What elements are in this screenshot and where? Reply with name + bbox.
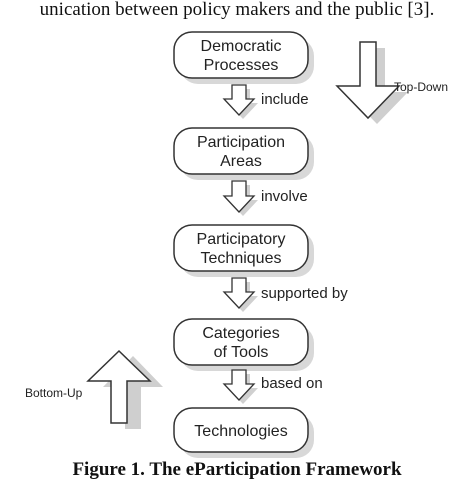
node-label: Processes <box>204 57 279 74</box>
node-participatory-techniques <box>173 224 309 272</box>
top-down-label: Top-Down <box>394 80 448 94</box>
node-label: Participation <box>197 134 285 151</box>
node-label: Technologies <box>194 423 287 440</box>
node-label: Categories <box>202 325 279 342</box>
node-categories-of-tools <box>173 318 309 366</box>
bottom-up-label: Bottom-Up <box>25 386 83 400</box>
node-label: Areas <box>220 153 262 170</box>
node-technologies <box>173 407 309 453</box>
node-label: Participatory <box>197 231 286 248</box>
edge-label-supported-by: supported by <box>261 285 348 302</box>
edge-label-based-on: based on <box>261 375 323 392</box>
down-arrow-icon <box>222 277 256 309</box>
node-participation-areas <box>173 127 309 175</box>
edge-label-involve: involve <box>261 188 308 205</box>
down-arrow-icon <box>222 180 256 213</box>
top-down-arrow-icon <box>335 41 401 120</box>
down-arrow-icon <box>222 369 256 401</box>
bottom-up-arrow-icon <box>86 349 152 424</box>
figure-caption: Figure 1. The eParticipation Framework <box>72 459 402 480</box>
edge-label-include: include <box>261 91 309 108</box>
preceding-text-line: unication between policy makers and the … <box>39 0 435 20</box>
node-label: of Tools <box>214 344 269 361</box>
node-label: Democratic <box>201 38 282 55</box>
node-label: Techniques <box>201 250 282 267</box>
node-democratic-processes <box>173 31 309 79</box>
down-arrow-icon <box>222 84 256 116</box>
